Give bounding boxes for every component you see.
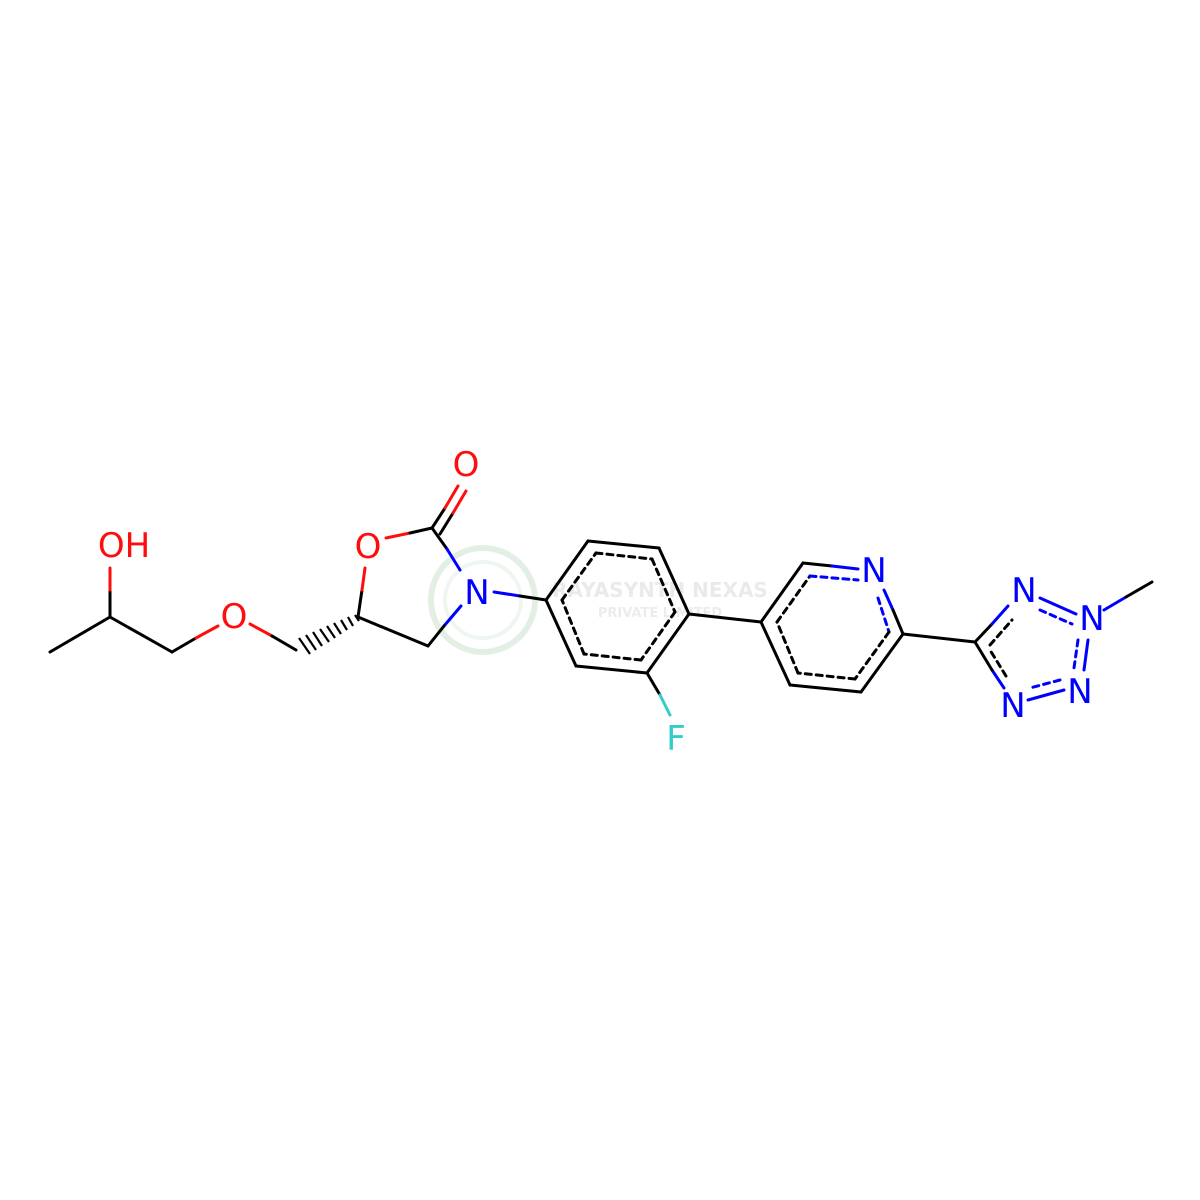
atom-tetrazole-n3: N bbox=[1067, 672, 1092, 712]
bond-c5-o1-red bbox=[360, 566, 367, 592]
bond-choh-ch2 bbox=[108, 615, 174, 654]
bond-tz-n2-n3 bbox=[1082, 638, 1090, 672]
atom-tetrazole-n2: N bbox=[1079, 599, 1104, 639]
phenyl-aromatic-dashes bbox=[560, 551, 677, 662]
bond-ph-5 bbox=[574, 664, 649, 675]
atom-fluorine: F bbox=[666, 719, 686, 759]
bond-tz-n3-n4 bbox=[1026, 688, 1066, 702]
bond-ch2-o bbox=[170, 636, 198, 654]
bond-py-3 bbox=[891, 608, 905, 636]
bond-c2-o-a-red bbox=[443, 484, 460, 510]
bond-o-ch2b bbox=[270, 634, 298, 652]
bond-ph-f-cyan bbox=[658, 693, 672, 717]
bond-c2-n3-blue bbox=[445, 547, 462, 572]
bond-n3-aryl-blue bbox=[492, 590, 522, 598]
bond-ph-py bbox=[687, 612, 763, 624]
bond-n3-aryl bbox=[518, 594, 548, 602]
bond-tz-n4-c bbox=[973, 640, 994, 672]
bond-ph-2 bbox=[586, 539, 661, 550]
bond-ph-3 bbox=[657, 546, 691, 616]
bond-tz-c-n1 bbox=[973, 622, 994, 644]
bond-py-2-blue bbox=[830, 564, 860, 571]
bond-tz-n2-methyl-blue bbox=[1102, 595, 1128, 612]
bond-n3-c4 bbox=[426, 624, 446, 648]
watermark: RAYASYNTH NEXAS PRIVATE LIMITED bbox=[428, 545, 768, 655]
bond-c2-o-b-red bbox=[451, 489, 468, 515]
bond-ph-6 bbox=[544, 598, 578, 668]
bond-py-4 bbox=[859, 632, 905, 694]
bond-tz-n2-methyl bbox=[1124, 580, 1154, 599]
bond-py-1 bbox=[759, 561, 805, 624]
atom-ring-oxygen: O bbox=[355, 527, 382, 567]
hashed-wedge-bond bbox=[298, 614, 360, 655]
bond-o-ch2b-red bbox=[248, 622, 274, 638]
watermark-line2: PRIVATE LIMITED bbox=[598, 606, 723, 621]
bond-n3-c4-blue bbox=[442, 604, 463, 628]
bond-o1-c2-red bbox=[384, 531, 412, 540]
bond-py-3-blue bbox=[882, 588, 895, 612]
bond-tz-n4-c-blue bbox=[990, 668, 1006, 690]
bond-o1-c2 bbox=[408, 526, 434, 535]
bond-c4-c5 bbox=[356, 615, 430, 648]
bond-c2-o-b bbox=[438, 511, 455, 536]
bond-py-5 bbox=[788, 683, 863, 694]
tetrazole-aromatic-dashes bbox=[988, 608, 1080, 690]
bond-ph-4 bbox=[645, 612, 691, 675]
atom-oxazolidinone-nitrogen: N bbox=[464, 573, 489, 613]
atom-pyridine-nitrogen: N bbox=[861, 551, 886, 591]
atom-tetrazole-n1: N bbox=[1011, 571, 1036, 611]
atom-ether-oxygen: O bbox=[221, 597, 248, 637]
bond-ph-1 bbox=[544, 539, 590, 602]
bond-c2-o-a bbox=[430, 506, 447, 530]
bond-tz-n1-n2 bbox=[1038, 596, 1078, 616]
bond-py-tz bbox=[901, 632, 977, 644]
bond-ph-f bbox=[645, 671, 662, 697]
bond-py-2 bbox=[801, 561, 834, 568]
atom-labels: OH O O O N F N N N N N bbox=[98, 445, 1105, 759]
atom-carbonyl-oxygen: O bbox=[453, 445, 480, 485]
pyridine-aromatic-dashes bbox=[775, 574, 891, 681]
bond-c2-n3 bbox=[430, 526, 449, 551]
atom-tetrazole-n4: N bbox=[1000, 686, 1025, 726]
watermark-line1: RAYASYNTH NEXAS bbox=[552, 578, 768, 602]
atom-hydroxyl: OH bbox=[98, 526, 150, 566]
bond-c5-o1 bbox=[356, 588, 364, 619]
bonds bbox=[48, 484, 1154, 717]
bond-py-6 bbox=[759, 620, 792, 687]
bond-tz-c-n1-blue bbox=[990, 604, 1010, 626]
flask-logo-icon bbox=[428, 545, 538, 655]
bond-methyl-choh bbox=[48, 615, 112, 654]
bond-ch2-o-red bbox=[194, 624, 220, 640]
